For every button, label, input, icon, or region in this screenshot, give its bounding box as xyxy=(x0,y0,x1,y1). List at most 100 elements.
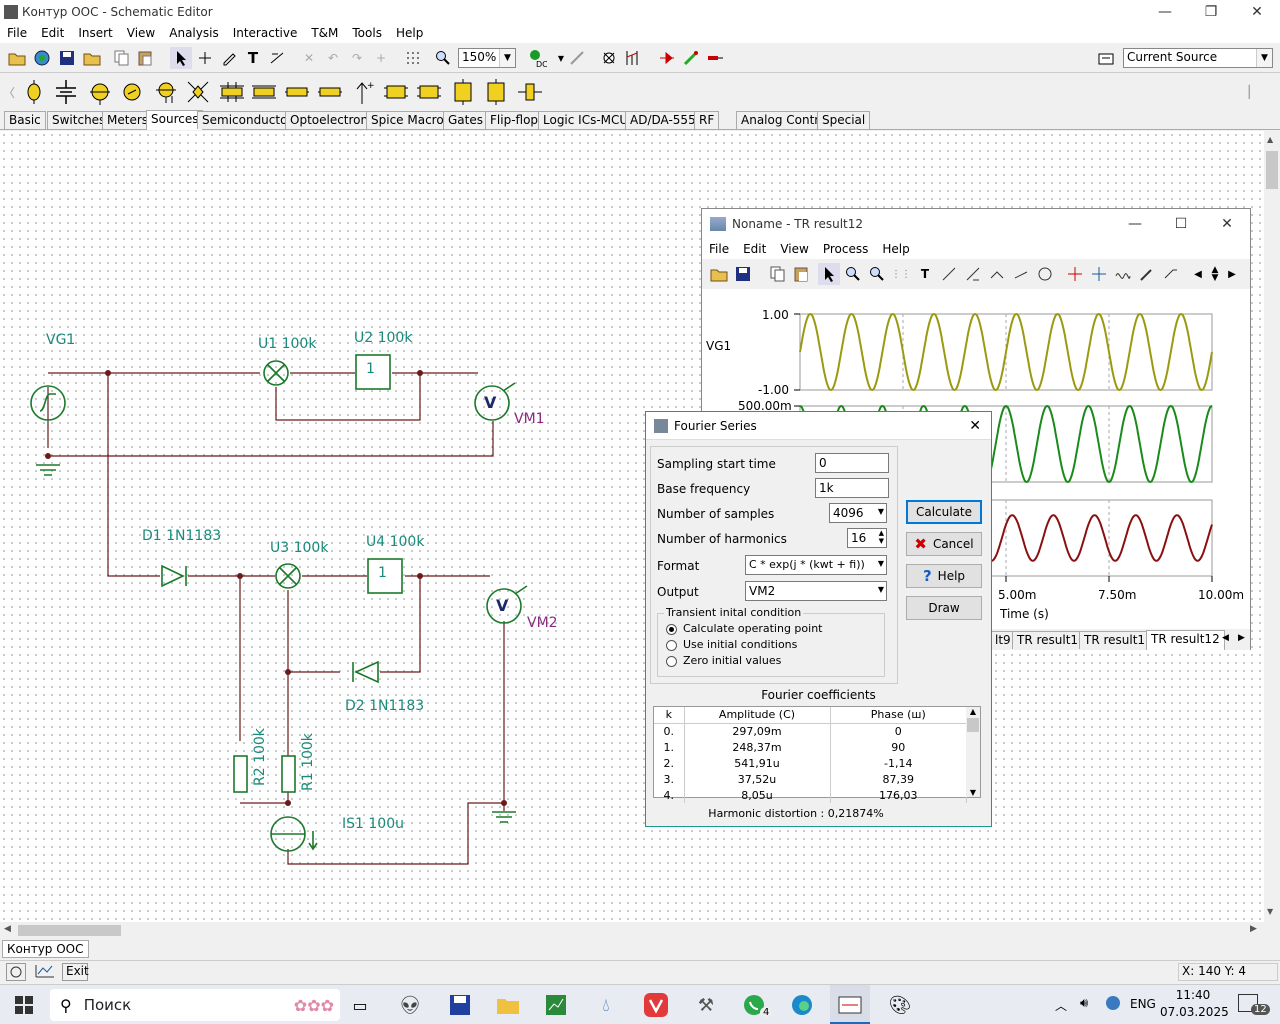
pointer-icon[interactable] xyxy=(818,263,840,285)
vg1-source[interactable] xyxy=(30,385,66,421)
sampling-start-input[interactable]: 0 xyxy=(815,453,889,473)
label-u3[interactable]: U3 100k xyxy=(270,540,329,556)
menu-insert[interactable]: Insert xyxy=(78,26,113,40)
grid-icon[interactable] xyxy=(402,47,424,69)
whatsapp-icon[interactable]: 4 xyxy=(734,985,774,1024)
exit-button[interactable]: Exit xyxy=(62,963,89,981)
doc-tab-active[interactable]: Контур ООС xyxy=(2,940,89,958)
dc-source-component-icon[interactable] xyxy=(52,77,80,107)
num-harmonics-stepper[interactable]: 16▲▼ xyxy=(847,528,887,548)
save-icon[interactable] xyxy=(56,47,78,69)
fourier-close-button[interactable]: ✕ xyxy=(969,417,981,434)
num-samples-select[interactable]: 4096▼ xyxy=(829,503,887,523)
scroll-left-icon[interactable]: 〈 xyxy=(3,85,16,100)
web-icon[interactable] xyxy=(31,47,53,69)
pointer-icon[interactable] xyxy=(170,47,192,69)
search-box[interactable]: ⚲ Поиск ✿✿✿ xyxy=(50,989,340,1021)
analysis-dropdown-icon[interactable]: ▼ xyxy=(557,53,565,63)
file-explorer-icon[interactable] xyxy=(488,985,528,1024)
vccs-component-icon[interactable] xyxy=(250,77,278,107)
radio-calc-op-point[interactable]: Calculate operating point xyxy=(666,622,823,635)
signal-gen2-component-icon[interactable] xyxy=(482,77,510,107)
label-vm1[interactable]: VM1 xyxy=(514,411,545,427)
probe-icon[interactable] xyxy=(566,47,588,69)
label-r2[interactable]: R2 100k xyxy=(252,728,268,786)
menu-tools[interactable]: Tools xyxy=(352,26,382,40)
chart-app-icon[interactable] xyxy=(536,985,576,1024)
amplifier-blocks[interactable] xyxy=(355,354,403,594)
tab-rf[interactable]: RF xyxy=(694,111,720,129)
arrow-right-icon[interactable]: ▶ xyxy=(1228,268,1236,280)
schematic-mode-icon[interactable] xyxy=(6,963,26,981)
format-select[interactable]: C * exp(j * (kwt + fi))▼ xyxy=(745,555,887,575)
fuse-icon[interactable] xyxy=(704,47,726,69)
delete-icon[interactable]: ✕ xyxy=(303,51,315,65)
tabs-next-icon[interactable]: ▶ xyxy=(1238,633,1245,643)
tr-maximize-button[interactable]: ☐ xyxy=(1174,216,1188,232)
help-button[interactable]: ?Help xyxy=(906,564,982,588)
lamp-icon[interactable] xyxy=(598,47,620,69)
radio-zero-initial[interactable]: Zero initial values xyxy=(666,654,781,667)
windows-start-icon[interactable] xyxy=(4,985,44,1024)
language-indicator[interactable]: ENG xyxy=(1130,997,1156,1011)
tab-tr-result12[interactable]: TR result12 xyxy=(1146,630,1225,650)
tr-close-button[interactable]: ✕ xyxy=(1221,216,1233,232)
tab-switches[interactable]: Switches xyxy=(47,111,111,129)
text-icon[interactable]: T xyxy=(920,267,930,281)
square-gen-component-icon[interactable] xyxy=(415,77,443,107)
label-d2[interactable]: D2 1N1183 xyxy=(345,698,425,714)
vertical-scrollbar[interactable]: ▲ ▼ xyxy=(1264,131,1280,922)
zoom-select[interactable]: 150%▼ xyxy=(458,48,516,68)
voltage-gen-component-icon[interactable] xyxy=(118,77,146,107)
ac-source-component-icon[interactable] xyxy=(86,77,114,107)
summing-junctions[interactable] xyxy=(263,360,301,589)
vivaldi-icon[interactable] xyxy=(636,985,676,1024)
diode-arrow-icon[interactable] xyxy=(656,47,678,69)
probe-tool-icon[interactable] xyxy=(680,47,702,69)
label-vg1[interactable]: VG1 xyxy=(46,332,76,348)
probe-icon[interactable] xyxy=(1136,263,1158,285)
voltmeters[interactable] xyxy=(474,382,528,624)
draw-button[interactable]: Draw xyxy=(906,596,982,620)
source-select[interactable]: Current Source▼ xyxy=(1123,48,1273,68)
chart-mode-icon[interactable] xyxy=(34,963,58,981)
tab-gates[interactable]: Gates xyxy=(443,111,488,129)
open-icon[interactable] xyxy=(6,47,28,69)
tab-sources[interactable]: Sources xyxy=(146,110,204,130)
tab-tr-result11[interactable]: TR result11 xyxy=(1079,631,1158,649)
source-tool-icon[interactable] xyxy=(1095,47,1117,69)
tina-app-icon[interactable] xyxy=(830,985,870,1024)
table-row[interactable]: 2.541,91u-1,14 xyxy=(654,755,967,771)
tr-menu-edit[interactable]: Edit xyxy=(743,242,767,256)
paste-icon[interactable] xyxy=(790,263,812,285)
tr-menu-view[interactable]: View xyxy=(780,242,809,256)
tabs-prev-icon[interactable]: ◀ xyxy=(1222,633,1229,643)
copy-icon[interactable] xyxy=(766,263,788,285)
save-app-icon[interactable] xyxy=(440,985,480,1024)
menu-view[interactable]: View xyxy=(126,26,156,40)
zoom-in-icon[interactable] xyxy=(842,263,864,285)
tab-optoelectronic[interactable]: Optoelectronic xyxy=(285,111,384,129)
ground-arrow-component-icon[interactable]: + xyxy=(350,77,378,107)
task-view-icon[interactable]: ▭ xyxy=(352,995,368,1015)
volume-icon[interactable]: 🔊︎ xyxy=(1080,996,1089,1011)
step-icon[interactable] xyxy=(1160,263,1182,285)
cursor-icon[interactable] xyxy=(938,263,960,285)
label-u1[interactable]: U1 100k xyxy=(258,336,317,352)
vcvs-component-icon[interactable] xyxy=(218,77,246,107)
base-freq-input[interactable]: 1k xyxy=(815,478,889,498)
line-icon[interactable] xyxy=(1010,263,1032,285)
tr-menu-help[interactable]: Help xyxy=(882,242,910,256)
radio-use-initial[interactable]: Use initial conditions xyxy=(666,638,797,651)
zoom-out-icon[interactable] xyxy=(866,263,888,285)
wire-icon[interactable] xyxy=(194,47,216,69)
battery-component-icon[interactable] xyxy=(20,77,48,107)
switch-icon[interactable] xyxy=(622,47,644,69)
undo-icon[interactable]: ↶ xyxy=(327,51,339,65)
tab-logic-ics[interactable]: Logic ICs-MCUs xyxy=(538,111,640,129)
annotation-icon[interactable] xyxy=(986,263,1008,285)
